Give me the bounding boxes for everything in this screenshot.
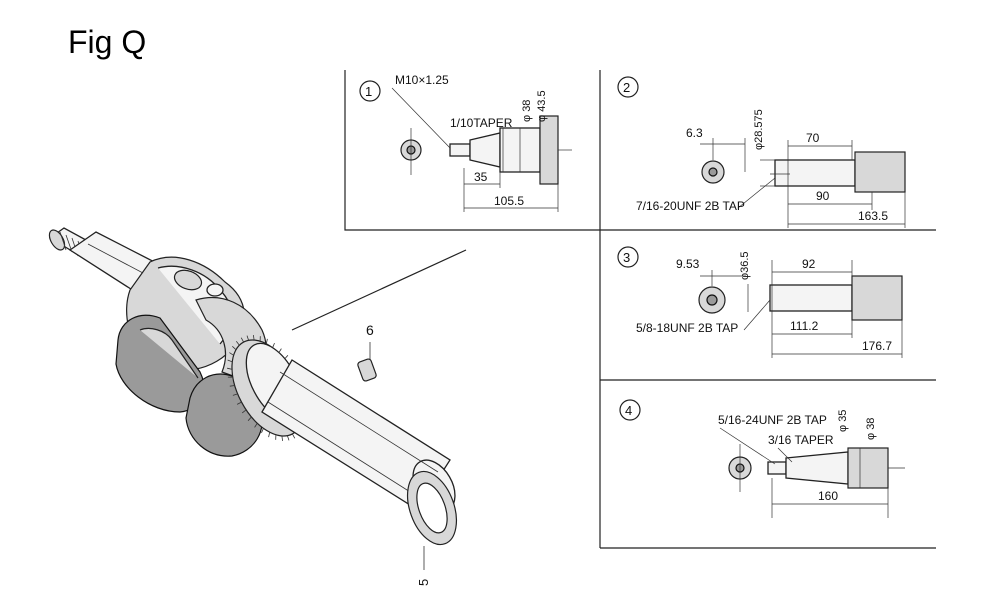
gear-tooth [232, 346, 237, 350]
panel-2-len-a: 70 [806, 131, 820, 145]
panel-3-len-a: 92 [802, 257, 816, 271]
panel-1-dia-a: φ 38 [521, 100, 533, 122]
panel-frames [344, 70, 936, 549]
callout-5: 5 [416, 579, 431, 586]
gear-tooth [281, 435, 283, 441]
panel-2-number: 2 [623, 80, 630, 95]
gear-tooth [254, 422, 258, 428]
leader-line [291, 249, 467, 331]
panel-1: 1 M10×1.25 1/10TAPER φ 38 φ 43.5 35 [359, 73, 572, 212]
panel-3-len-c: 176.7 [862, 339, 892, 353]
panel-4-dia-b: φ 38 [865, 418, 877, 440]
gear-tooth [268, 432, 271, 438]
panel-1-len-a: 35 [474, 170, 488, 184]
gear-tooth [227, 367, 233, 370]
panel-3-off: 9.53 [676, 257, 700, 271]
gear-tooth [229, 385, 235, 387]
gear-tooth [284, 355, 289, 360]
gear-tooth [261, 428, 264, 434]
gear-tooth [229, 352, 234, 356]
gear-tooth [265, 338, 268, 344]
panel-4: 4 5/16-24UNF 2B TAP φ 35 φ 38 3/16 TAPER… [619, 399, 905, 518]
panel-3-dia: φ36.5 [739, 251, 751, 280]
gear-tooth [236, 401, 242, 405]
panel-2-len-b: 90 [816, 189, 830, 203]
counterweight [115, 314, 205, 413]
panel-4-tap: 5/16-24UNF 2B TAP [718, 413, 827, 427]
panel-1-taper-label: 1/10TAPER [450, 116, 513, 130]
figure-title: Fig Q [68, 24, 147, 60]
gear-tooth [241, 409, 247, 414]
gear-tooth [240, 337, 244, 343]
gear-tooth [227, 359, 233, 363]
panel-3-tap: 5/8-18UNF 2B TAP [636, 321, 738, 335]
panel-4-taper: 3/16 TAPER [768, 433, 834, 447]
panel-1-dia-b: φ 43.5 [536, 90, 548, 122]
gear-tooth [292, 433, 296, 439]
panel-3-len-b: 111.2 [790, 319, 819, 333]
callout-6: 6 [366, 322, 374, 338]
panel-4-len-a: 160 [818, 489, 838, 503]
panel-1-number: 1 [365, 84, 372, 99]
panel-3-number: 3 [623, 250, 630, 265]
panel-2-off: 6.3 [686, 126, 703, 140]
panel-4-dia-a: φ 35 [837, 410, 849, 432]
crankshaft [48, 227, 456, 513]
panel-2-tap: 7/16-20UNF 2B TAP [636, 199, 745, 213]
gear-tooth [232, 393, 238, 396]
panel-2-len-c: 163.5 [858, 209, 888, 223]
gear-tooth [247, 416, 252, 421]
gear-tooth [278, 348, 282, 354]
gear-tooth [287, 435, 290, 441]
part-5-washer: 5 [406, 470, 458, 586]
panel-4-number: 4 [625, 403, 632, 418]
panel-2-dia: φ28.575 [753, 109, 765, 150]
gear-tooth [235, 341, 240, 346]
panel-1-thread-label: M10×1.25 [395, 73, 449, 87]
gear-tooth [272, 342, 275, 348]
part-6-key: 6 [357, 322, 377, 382]
panel-2: 2 6.3 φ28.575 70 90 163.5 [617, 76, 906, 228]
gear-tooth [246, 335, 249, 341]
panel-3: 3 9.53 φ36.5 92 111.2 176.7 5/8-18UNF 2B… [617, 246, 903, 358]
panel-1-len-b: 105.5 [494, 194, 524, 208]
gear-tooth [253, 335, 255, 341]
